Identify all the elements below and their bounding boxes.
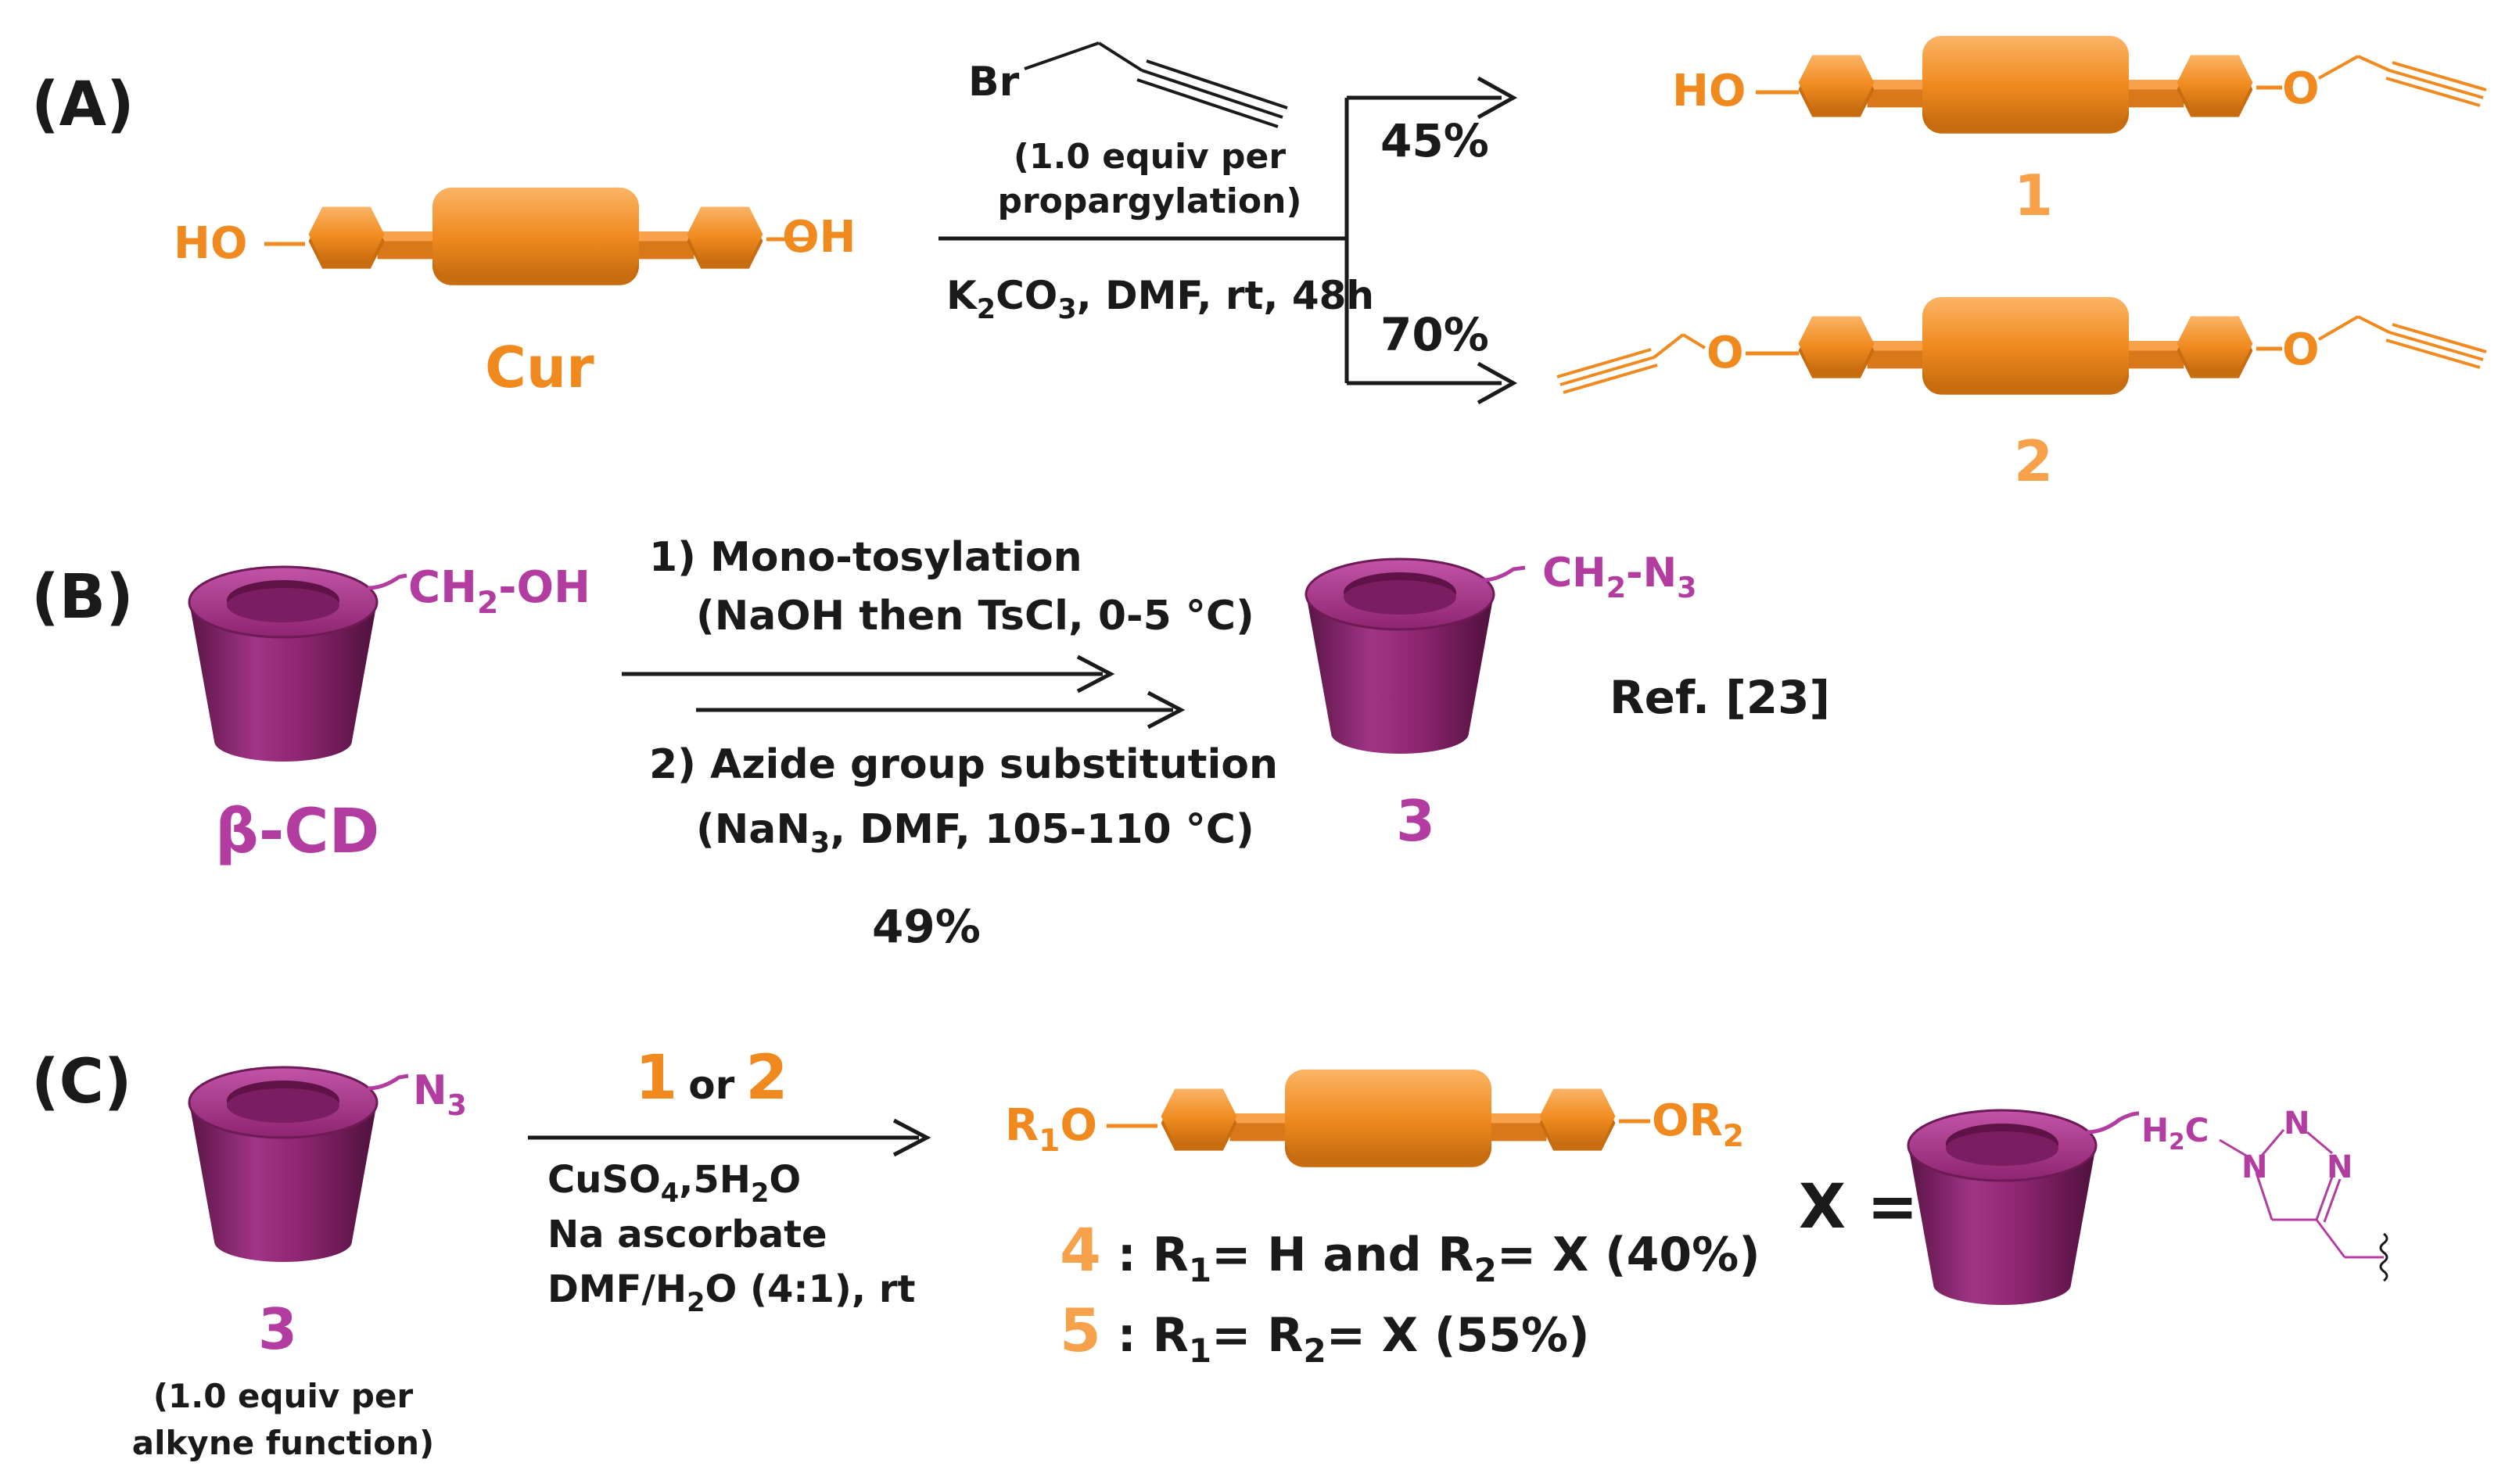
cur-right-group: OH	[782, 212, 856, 263]
product-2-right-oxygen: O	[2282, 324, 2320, 375]
product-1-left-group: HO	[1672, 66, 1746, 116]
reactant-note-2: alkyne function)	[132, 1424, 434, 1462]
product-2-id: 2	[2014, 428, 2053, 494]
reagent-br: Br	[968, 59, 1020, 106]
x-definition-label: X =	[1799, 1172, 1918, 1242]
product-4-line: 4 : R1= H and R2= X (40%)	[1060, 1215, 1760, 1289]
beta-cd-structure	[188, 565, 407, 763]
cur-left-group: HO	[174, 218, 247, 269]
cd-azide-reactant-id: 3	[258, 1296, 297, 1362]
product-1-id: 1	[2014, 163, 2053, 228]
step-2-label: 2) Azide group substitution	[649, 741, 1278, 788]
reagent-note-1: (1.0 equiv per	[1014, 137, 1286, 177]
triazole-n2: N	[2284, 1106, 2309, 1142]
reaction-arrow-c	[528, 1118, 931, 1157]
triazole-n3: N	[2327, 1149, 2352, 1185]
product-1-oxygen: O	[2282, 63, 2320, 114]
cd-azide-id: 3	[1396, 788, 1435, 854]
product-45-left-group: R1O	[1005, 1100, 1097, 1159]
conditions-a: K2CO3, DMF, rt, 48h	[946, 273, 1374, 325]
product-45-right-group: OR2	[1652, 1095, 1744, 1154]
step-2-conditions: (NaN3, DMF, 105-110 °C)	[696, 806, 1254, 859]
triazole-n1: N	[2241, 1149, 2267, 1185]
cd-azide-group: CH2-N3	[1542, 550, 1696, 604]
triazole-structure	[2219, 1129, 2388, 1282]
reference: Ref. [23]	[1610, 671, 1830, 724]
product-5-line: 5 : R1= R2= X (55%)	[1060, 1296, 1590, 1370]
product-45-structure	[1107, 1069, 1650, 1167]
product-1-structure	[1756, 35, 2487, 134]
reagent-note-2: propargylation)	[997, 181, 1301, 221]
cur-name: Cur	[485, 335, 594, 400]
yield-product-1: 45%	[1380, 114, 1489, 167]
product-2-left-oxygen: O	[1706, 328, 1744, 378]
panel-c-label: (C)	[31, 1047, 132, 1117]
cd-azide-reactant-structure	[188, 1066, 409, 1264]
cd-azide-reactant-group: N3	[413, 1067, 467, 1122]
x-cd-structure	[1907, 1109, 2140, 1307]
panel-a-label: (A)	[31, 70, 135, 140]
yield-product-2: 70%	[1380, 308, 1489, 361]
triazole-ch2: H2C	[2141, 1111, 2209, 1155]
product-2-structure	[1556, 296, 2487, 395]
conditions-c-1: CuSO4,5H2O	[547, 1158, 801, 1208]
step-1-conditions: (NaOH then TsCl, 0-5 °C)	[696, 593, 1254, 640]
conditions-c-2: Na ascorbate	[547, 1213, 827, 1256]
panel-b-label: (B)	[31, 562, 134, 633]
reactant-note-1: (1.0 equiv per	[153, 1377, 414, 1415]
beta-cd-name: β-CD	[215, 797, 379, 867]
beta-cd-group: CH2-OH	[408, 562, 590, 621]
reaction-arrow-a	[938, 76, 1518, 405]
yield-b: 49%	[872, 900, 981, 953]
conditions-c-3: DMF/H2O (4:1), rt	[547, 1267, 915, 1317]
propargyl-bromide-structure	[1024, 41, 1288, 128]
reaction-arrow-b	[622, 654, 1186, 729]
step-1-label: 1) Mono-tosylation	[649, 534, 1082, 581]
cd-azide-structure	[1305, 557, 1526, 755]
curcumin-structure	[264, 187, 813, 285]
